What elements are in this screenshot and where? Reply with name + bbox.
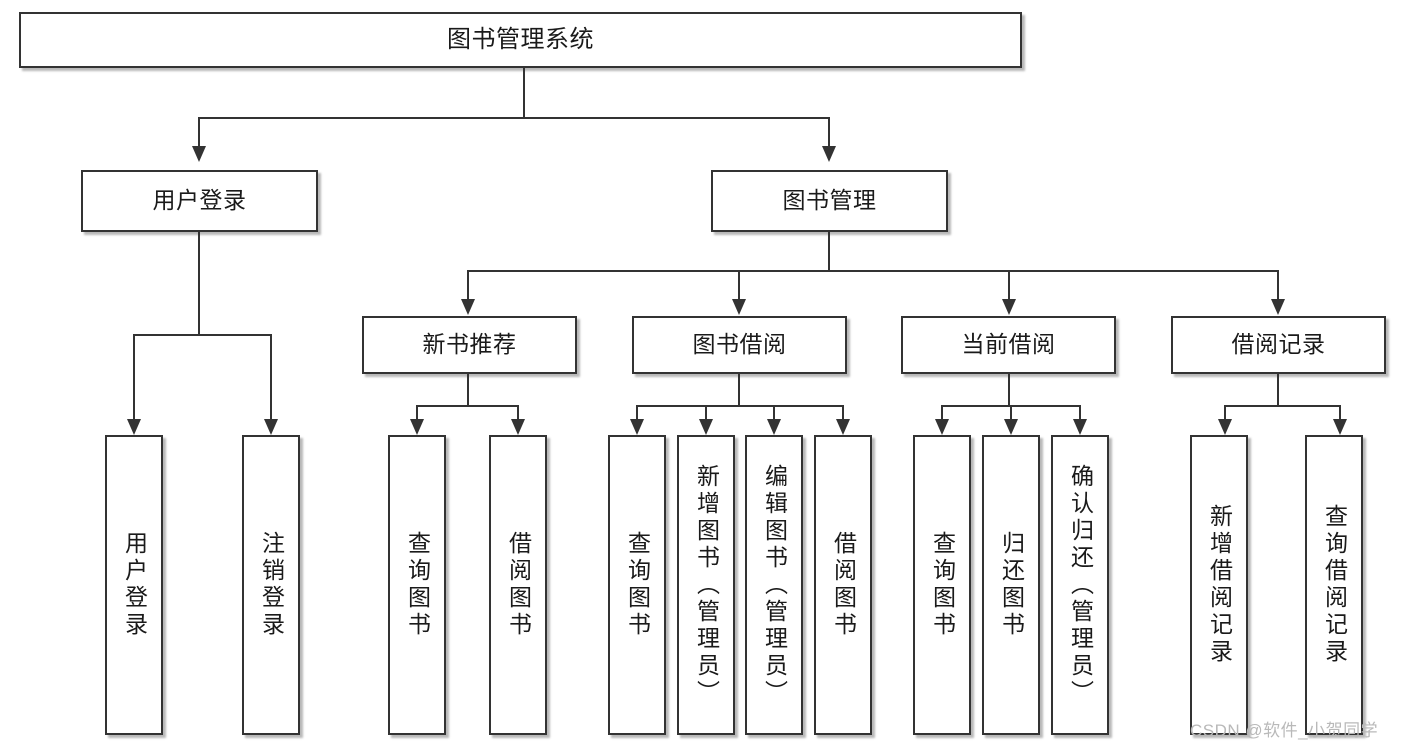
- connector-book-borrow-bus: [636, 405, 844, 407]
- node-label: 注销登录: [258, 531, 285, 639]
- connector-user-login-stem: [198, 232, 200, 335]
- connector-user-login-to-leaf-2: [270, 334, 272, 419]
- node-label: 借阅图书: [830, 531, 857, 639]
- arrow-user-login-to-leaf-2: [264, 419, 278, 435]
- node-root-book-management-system[interactable]: 图书管理系统: [19, 12, 1022, 68]
- arrow-bb-to-leaf-2: [699, 419, 713, 435]
- connector-book-management-stem: [828, 232, 830, 271]
- node-label: 新书推荐: [422, 331, 517, 358]
- node-book-borrow[interactable]: 图书借阅: [632, 316, 847, 374]
- arrow-bb-to-leaf-4: [836, 419, 850, 435]
- connector-bm-to-current-borrow: [1008, 270, 1010, 299]
- connector-new-book-bus: [416, 405, 519, 407]
- node-label: 用户登录: [152, 187, 247, 214]
- arrow-cb-to-leaf-3: [1073, 419, 1087, 435]
- leaf-borrow-record-add[interactable]: 新增借阅记录: [1190, 435, 1248, 735]
- node-label: 图书管理系统: [447, 25, 594, 53]
- connector-root-stem: [523, 68, 525, 118]
- arrow-cb-to-leaf-2: [1004, 419, 1018, 435]
- node-new-book-recommend[interactable]: 新书推荐: [362, 316, 577, 374]
- arrow-nb-to-leaf-2: [511, 419, 525, 435]
- node-book-management[interactable]: 图书管理: [711, 170, 948, 232]
- node-label: 图书借阅: [692, 331, 787, 358]
- node-current-borrow[interactable]: 当前借阅: [901, 316, 1116, 374]
- connector-nb-to-leaf-2: [517, 405, 519, 419]
- node-label: 用户登录: [121, 531, 148, 639]
- arrow-bm-to-current-borrow: [1002, 299, 1016, 315]
- arrow-nb-to-leaf-1: [410, 419, 424, 435]
- connector-root-to-book-management: [828, 117, 830, 146]
- leaf-book-borrow-add[interactable]: 新增图书（管理员）: [677, 435, 735, 735]
- arrow-bm-to-book-borrow: [732, 299, 746, 315]
- leaf-book-borrow-edit[interactable]: 编辑图书（管理员）: [745, 435, 803, 735]
- node-label: 编辑图书（管理员）: [761, 463, 788, 707]
- connector-cb-to-leaf-2: [1010, 405, 1012, 419]
- leaf-user-login-login[interactable]: 用户登录: [105, 435, 163, 735]
- arrow-bm-to-borrow-record: [1271, 299, 1285, 315]
- connector-bb-to-leaf-1: [636, 405, 638, 419]
- node-label: 借阅记录: [1231, 331, 1326, 358]
- node-label: 图书管理: [782, 187, 877, 214]
- leaf-user-login-logout[interactable]: 注销登录: [242, 435, 300, 735]
- connector-cb-to-leaf-3: [1079, 405, 1081, 419]
- arrow-root-to-user-login: [192, 146, 206, 162]
- arrow-bb-to-leaf-3: [767, 419, 781, 435]
- connector-root-bus: [199, 117, 830, 119]
- node-label: 新增图书（管理员）: [693, 463, 720, 707]
- node-label: 查询图书: [624, 531, 651, 639]
- connector-user-login-bus: [133, 334, 272, 336]
- connector-bm-to-book-borrow: [738, 270, 740, 299]
- arrow-cb-to-leaf-1: [935, 419, 949, 435]
- node-label: 查询图书: [404, 531, 431, 639]
- arrow-br-to-leaf-1: [1218, 419, 1232, 435]
- arrow-root-to-book-management: [822, 146, 836, 162]
- connector-bb-to-leaf-4: [842, 405, 844, 419]
- connector-borrow-record-bus: [1224, 405, 1341, 407]
- node-user-login[interactable]: 用户登录: [81, 170, 318, 232]
- connector-current-borrow-stem: [1008, 374, 1010, 406]
- connector-borrow-record-stem: [1277, 374, 1279, 406]
- connector-book-management-bus: [467, 270, 1278, 272]
- arrow-bb-to-leaf-1: [630, 419, 644, 435]
- leaf-new-book-borrow[interactable]: 借阅图书: [489, 435, 547, 735]
- connector-cb-to-leaf-1: [941, 405, 943, 419]
- leaf-current-borrow-query[interactable]: 查询图书: [913, 435, 971, 735]
- connector-br-to-leaf-1: [1224, 405, 1226, 419]
- leaf-book-borrow-borrow[interactable]: 借阅图书: [814, 435, 872, 735]
- connector-br-to-leaf-2: [1339, 405, 1341, 419]
- arrow-br-to-leaf-2: [1333, 419, 1347, 435]
- node-label: 确认归还（管理员）: [1067, 463, 1094, 707]
- csdn-watermark: CSDN @软件_小贺同学: [1190, 721, 1379, 740]
- node-label: 新增借阅记录: [1206, 504, 1233, 666]
- connector-root-to-user-login: [198, 117, 200, 146]
- leaf-current-borrow-confirm-return[interactable]: 确认归还（管理员）: [1051, 435, 1109, 735]
- node-label: 归还图书: [998, 531, 1025, 639]
- connector-book-borrow-stem: [738, 374, 740, 406]
- leaf-borrow-record-query[interactable]: 查询借阅记录: [1305, 435, 1363, 735]
- arrow-user-login-to-leaf-1: [127, 419, 141, 435]
- node-label: 查询借阅记录: [1321, 504, 1348, 666]
- node-label: 查询图书: [929, 531, 956, 639]
- connector-new-book-stem: [467, 374, 469, 406]
- connector-nb-to-leaf-1: [416, 405, 418, 419]
- connector-bb-to-leaf-2: [705, 405, 707, 419]
- connector-bm-to-new-book: [467, 270, 469, 299]
- leaf-book-borrow-query[interactable]: 查询图书: [608, 435, 666, 735]
- connector-bm-to-borrow-record: [1277, 270, 1279, 299]
- node-borrow-record[interactable]: 借阅记录: [1171, 316, 1386, 374]
- connector-user-login-to-leaf-1: [133, 334, 135, 419]
- leaf-current-borrow-return[interactable]: 归还图书: [982, 435, 1040, 735]
- leaf-new-book-query[interactable]: 查询图书: [388, 435, 446, 735]
- node-label: 借阅图书: [505, 531, 532, 639]
- connector-bb-to-leaf-3: [773, 405, 775, 419]
- node-label: 当前借阅: [961, 331, 1056, 358]
- arrow-bm-to-new-book: [461, 299, 475, 315]
